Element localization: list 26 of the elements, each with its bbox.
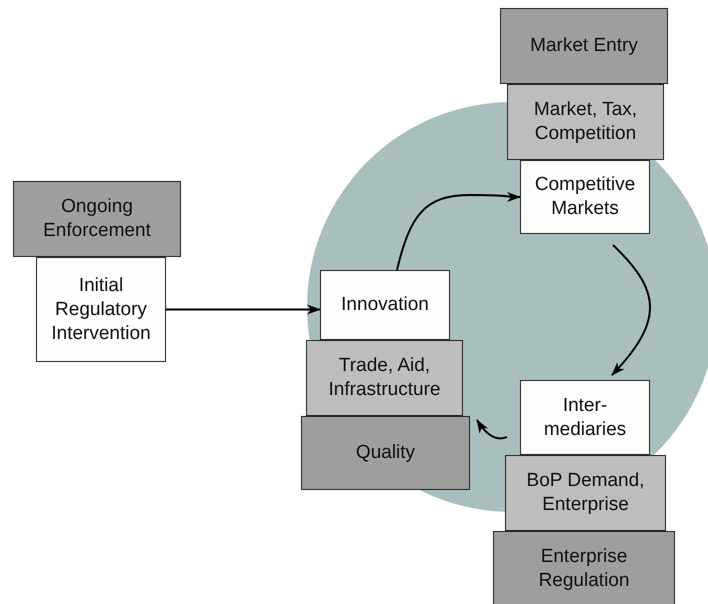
arrow — [166, 304, 321, 314]
box-label: Initial Regulatory Intervention — [50, 274, 152, 346]
process-box — [493, 531, 675, 604]
arrow — [611, 244, 651, 376]
arrow — [476, 419, 508, 440]
box-label: Market, Tax, Competition — [532, 98, 638, 146]
box-label: Ongoing Enforcement — [42, 195, 152, 243]
process-box — [301, 416, 470, 490]
box-label: Quality — [356, 441, 416, 465]
process-box — [500, 8, 668, 84]
box-label: Market Entry — [530, 34, 638, 58]
box-label: Enterprise Regulation — [538, 545, 630, 593]
process-box — [520, 160, 650, 234]
process-box — [320, 270, 450, 340]
box-label: Inter- mediaries — [542, 394, 628, 442]
process-box — [13, 181, 181, 257]
process-box — [520, 380, 650, 455]
process-box — [507, 84, 664, 160]
box-label: Innovation — [341, 293, 429, 317]
process-box — [36, 257, 166, 362]
box-label: BoP Demand, Enterprise — [526, 469, 646, 517]
process-box — [505, 455, 666, 531]
box-label: Competitive Markets — [534, 173, 636, 221]
box-label: Trade, Aid, Infrastructure — [328, 354, 442, 402]
process-box — [306, 340, 463, 416]
arrow — [396, 192, 521, 270]
